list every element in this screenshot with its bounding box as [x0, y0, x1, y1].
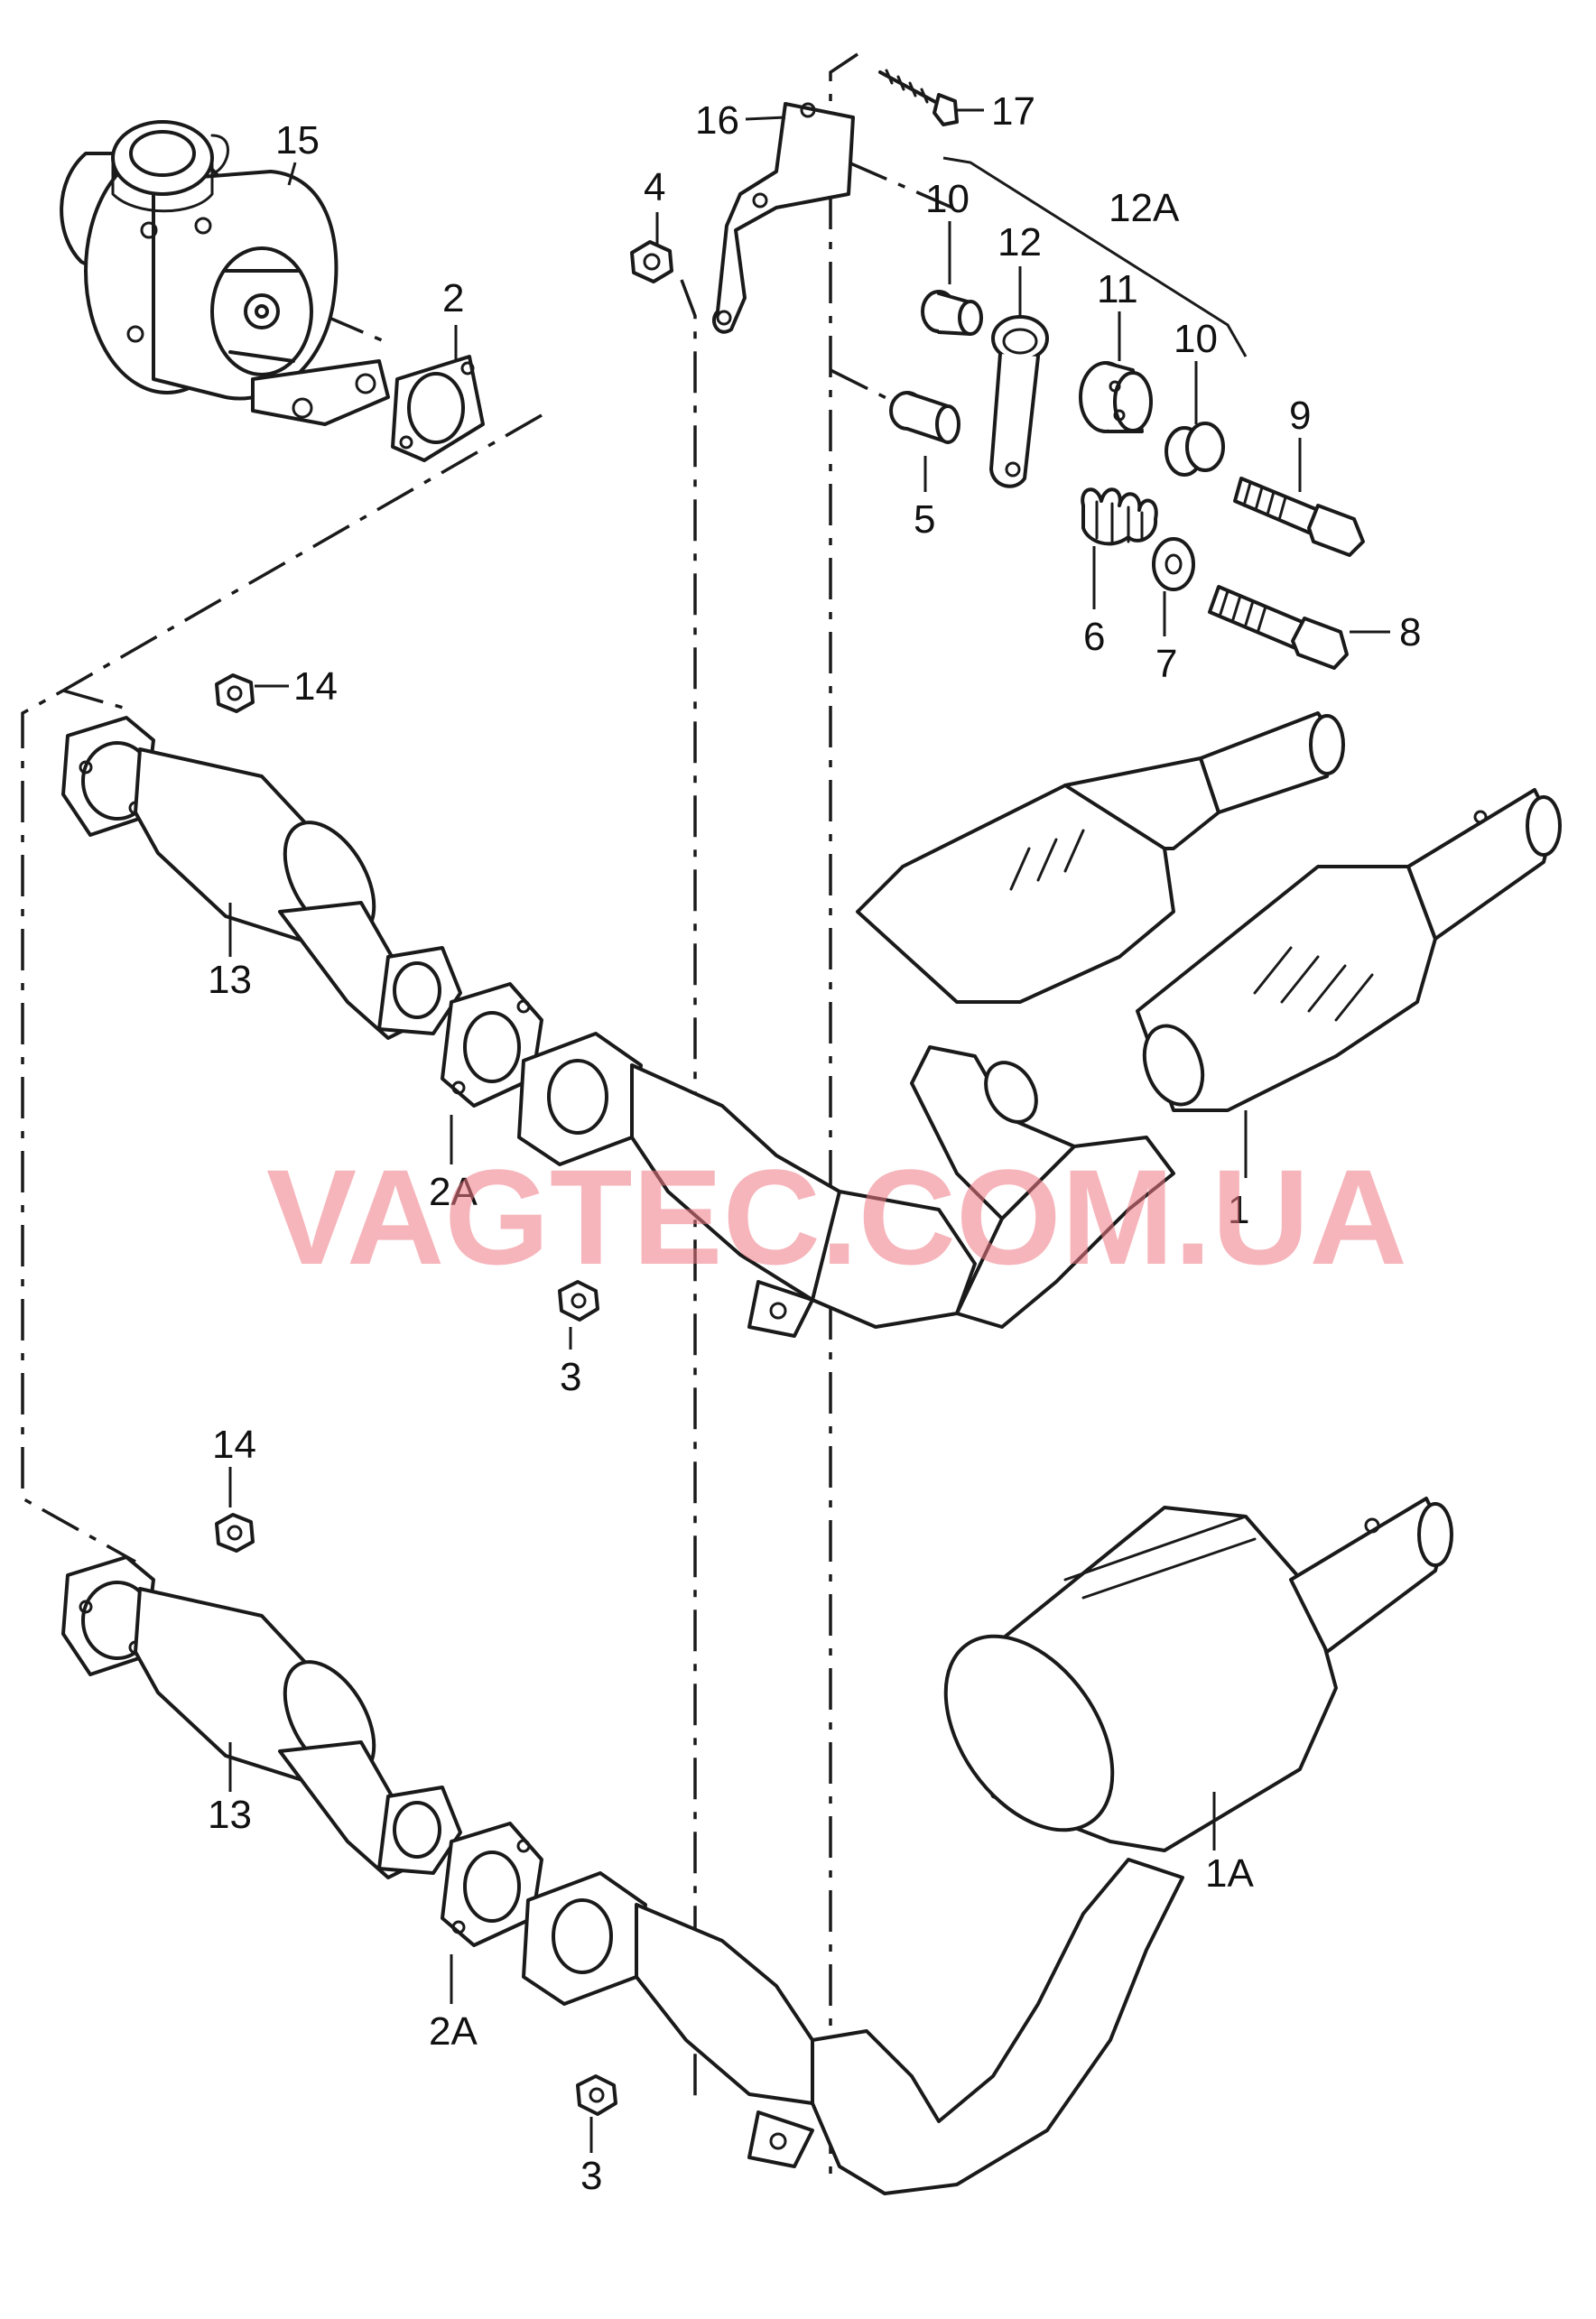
sleeve-5: [889, 391, 960, 444]
bolt-17: [878, 69, 959, 126]
muffler-1a: [811, 1497, 1453, 2195]
lower-exhaust-section: [61, 1497, 1453, 2195]
gasket-2a-top: [441, 982, 543, 1108]
callout-13-bottom: 13: [208, 1793, 252, 1837]
callout-8: 8: [1399, 610, 1421, 654]
gasket-2: [391, 355, 485, 462]
spring-6: [1081, 487, 1158, 546]
callout-11: 11: [1097, 267, 1138, 311]
callout-3-top: 3: [560, 1355, 581, 1399]
nut-3-bottom: [576, 2074, 617, 2116]
upper-exhaust-section: [61, 673, 1562, 1338]
front-pipe-top: [517, 1032, 977, 1338]
catalytic-converter-1: [856, 711, 1562, 1329]
washer-7: [1152, 537, 1195, 591]
callout-5: 5: [914, 497, 935, 542]
callout-1a: 1A: [1205, 1851, 1254, 1896]
callout-14-bottom: 14: [212, 1423, 256, 1467]
callout-13-top: 13: [208, 958, 252, 1002]
leader-lines: [228, 108, 1390, 2153]
callout-9: 9: [1289, 394, 1311, 438]
nut-3-top: [558, 1280, 599, 1322]
downpipe-13-top: [61, 716, 462, 1040]
nut-14-top: [215, 673, 255, 713]
callout-1: 1: [1228, 1188, 1249, 1232]
strap-12: [989, 315, 1049, 488]
callout-3-bottom: 3: [580, 2154, 602, 2198]
watermark: VAGTEC.COM.UA: [266, 1141, 1407, 1293]
bushing-10-left: [921, 290, 983, 336]
callout-7: 7: [1155, 642, 1177, 686]
turbocharger: [60, 120, 390, 426]
callout-2a-top: 2A: [429, 1170, 478, 1214]
callout-14-top: 14: [293, 664, 338, 709]
callout-12a: 12A: [1109, 186, 1180, 230]
nut-14-bottom: [215, 1513, 255, 1553]
callout-16: 16: [695, 98, 739, 143]
front-pipe-bottom: [522, 1871, 814, 2168]
hanger-assembly: [889, 290, 1365, 670]
rubber-mount-11: [1079, 361, 1153, 433]
callout-12: 12: [998, 220, 1042, 264]
callout-4: 4: [644, 165, 665, 209]
callout-2: 2: [442, 276, 464, 320]
bolt-8: [1208, 585, 1349, 670]
bolt-9: [1233, 477, 1365, 557]
bracket-16: [712, 102, 855, 334]
callout-10-right: 10: [1174, 317, 1218, 361]
nut-4: [630, 240, 673, 283]
assembly-guide-lines: [21, 52, 953, 2184]
bushing-10-right: [1165, 422, 1225, 477]
callout-6: 6: [1083, 615, 1105, 659]
callout-15: 15: [275, 118, 320, 162]
callout-2a-bottom: 2A: [429, 2009, 478, 2054]
downpipe-13-bottom: [61, 1555, 462, 1879]
callout-10-left: 10: [925, 177, 970, 221]
callout-labels: 1 1A 2 2A 2A 3 3 4 5 6 7 8 9 10 10 11 12…: [208, 89, 1421, 2198]
callout-17: 17: [991, 89, 1035, 134]
